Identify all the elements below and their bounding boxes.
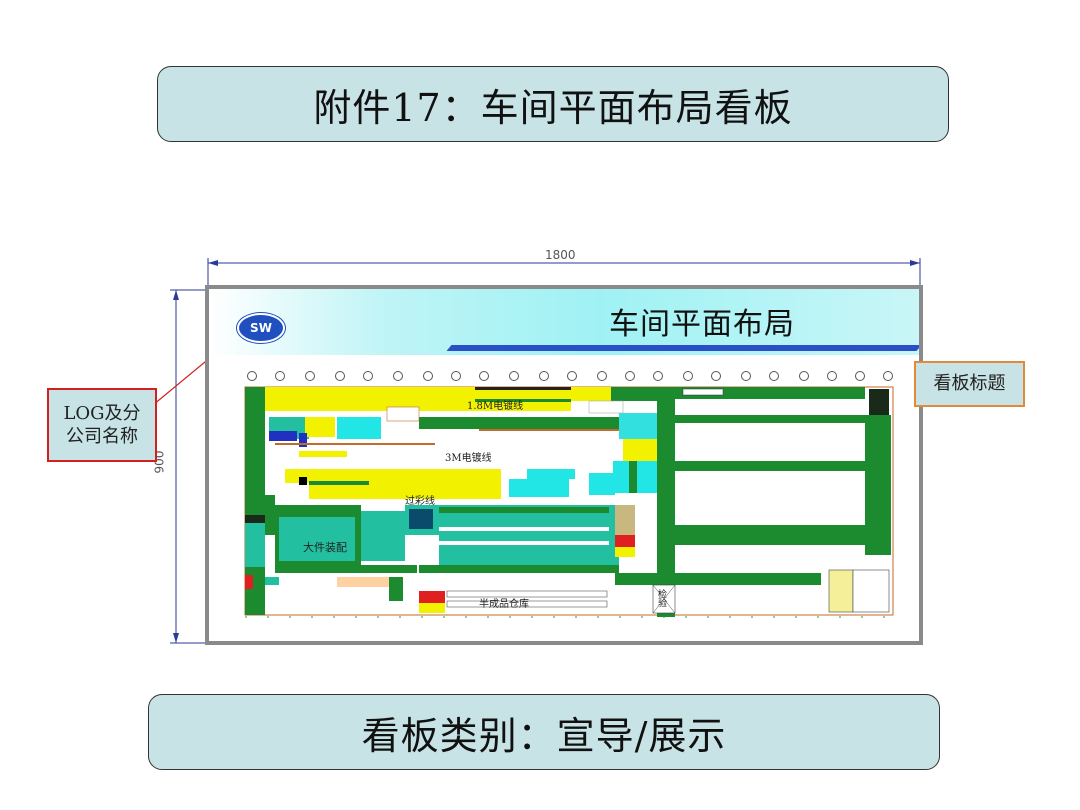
label-1-8m-line: 1.8M电镀线: [467, 401, 524, 412]
label-assembly: 大件装配: [303, 541, 347, 554]
board-header: SW 车间平面布局: [209, 289, 919, 355]
logo-callout-text: LOG及分 公司名称: [63, 402, 141, 447]
page-title: 附件17：车间平面布局看板: [313, 85, 793, 130]
logo-callout: LOG及分 公司名称: [47, 388, 157, 462]
label-warehouse: 半成品仓库: [479, 599, 529, 610]
category-banner: 看板类别：宣导/展示: [148, 694, 940, 770]
title-callout: 看板标题: [914, 361, 1025, 407]
label-paint-line: 过彩线: [405, 496, 435, 507]
board-title: 车间平面布局: [609, 307, 795, 342]
board-mockup: SW 车间平面布局: [205, 285, 923, 645]
label-inspection: 检验: [656, 589, 666, 607]
title-callout-text: 看板标题: [933, 373, 1006, 395]
width-dimension: 1800: [545, 248, 576, 262]
title-banner: 附件17：车间平面布局看板: [157, 66, 949, 142]
company-logo-icon: SW: [237, 313, 285, 343]
column-markers: [209, 289, 919, 389]
floor-plan: [244, 386, 894, 618]
label-3m-line: 3M电镀线: [445, 453, 492, 464]
board-category: 看板类别：宣导/展示: [361, 713, 727, 758]
